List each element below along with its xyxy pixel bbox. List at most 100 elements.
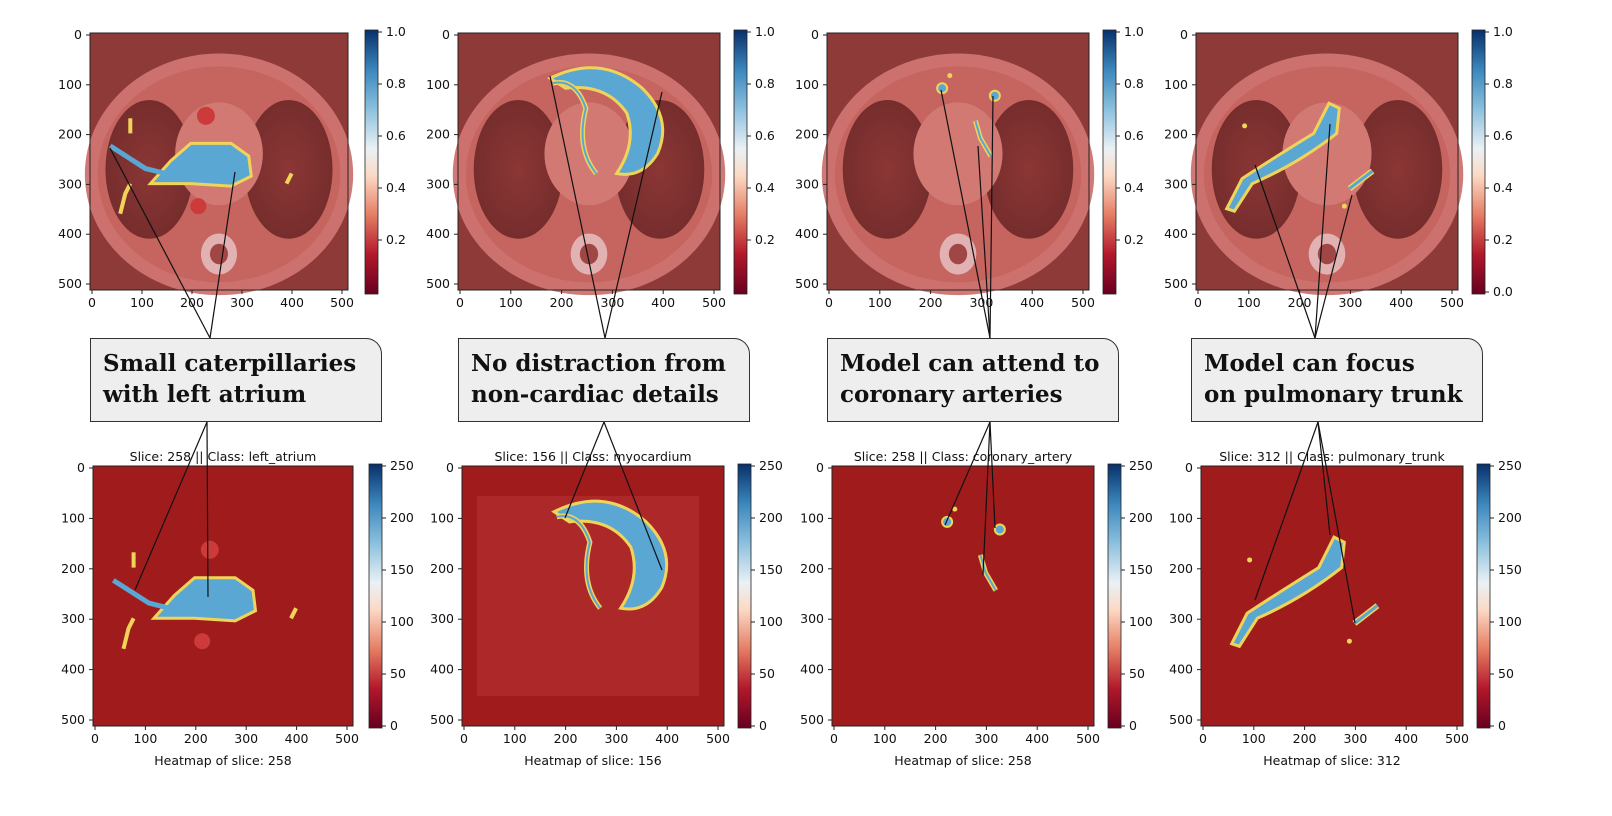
ct-xtick-label: 500	[702, 295, 726, 310]
vessel-blob	[200, 540, 219, 559]
heatmap-colorbar	[1476, 463, 1491, 729]
heatmap-xlabel: Heatmap of slice: 156	[524, 753, 662, 768]
ct-cbar-label: 1.0	[755, 24, 775, 39]
ct-cbar-label: 0.8	[755, 76, 775, 91]
heatmap-ytick-label: 0	[816, 460, 824, 475]
ct-left-lung	[842, 99, 932, 239]
heatmap-xlabel: Heatmap of slice: 258	[894, 753, 1032, 768]
vessel-blob	[196, 106, 215, 125]
ct-xtick-label: 100	[130, 295, 154, 310]
callout-line	[1254, 164, 1316, 339]
vessel-blob	[190, 198, 207, 215]
annotation-box: Model can attend to coronary arteries	[827, 338, 1119, 422]
callout-line	[944, 421, 991, 526]
heatmap-cbar-label: 250	[1129, 458, 1153, 473]
ct-cbar-label: 0.6	[755, 128, 775, 143]
callout-line	[1314, 194, 1353, 339]
callout-line	[982, 421, 991, 576]
callout-line	[549, 75, 606, 339]
heatmap-ytick-label: 400	[800, 662, 824, 677]
callout-line	[109, 147, 211, 339]
ct-ytick-label: 400	[1164, 226, 1188, 241]
ct-ytick-label: 300	[795, 176, 819, 191]
heatmap-cbar-label: 0	[1498, 718, 1506, 733]
heatmap-xtick-label: 200	[1293, 731, 1317, 746]
ct-cbar-label: 0.2	[755, 232, 775, 247]
heatmap-ytick-label: 200	[1169, 561, 1193, 576]
heatmap-ytick-label: 300	[430, 611, 454, 626]
ct-cbar-label: 0.2	[1124, 232, 1144, 247]
ct-xtick-label: 0	[88, 295, 96, 310]
heatmap-ytick-label: 400	[1169, 662, 1193, 677]
heatmap-cbar-label: 0	[390, 718, 398, 733]
heatmap-ytick-label: 300	[1169, 611, 1193, 626]
ct-ytick-label: 0	[811, 27, 819, 42]
ct-ytick-label: 400	[426, 226, 450, 241]
ct-colorbar	[1471, 29, 1486, 295]
heatmap-xtick-label: 0	[830, 731, 838, 746]
heatmap-cbar-label: 150	[390, 562, 414, 577]
ct-cbar-label: 0.6	[386, 128, 406, 143]
ct-ytick-label: 100	[58, 77, 82, 92]
ct-ytick-label: 500	[58, 276, 82, 291]
coronary-artery-spot	[952, 506, 958, 512]
ct-ytick-label: 300	[426, 176, 450, 191]
heatmap-xtick-label: 400	[655, 731, 679, 746]
heatmap-cbar-label: 250	[1498, 458, 1522, 473]
heatmap-cbar-label: 250	[759, 458, 783, 473]
heatmap-xtick-label: 300	[234, 731, 258, 746]
heatmap-ytick-label: 200	[430, 561, 454, 576]
ct-cbar-label: 0.4	[1493, 180, 1513, 195]
heatmap-cbar-label: 0	[1129, 718, 1137, 733]
vessel-spot	[1247, 557, 1253, 563]
heatmap-ytick-label: 500	[430, 712, 454, 727]
axes-frame	[831, 465, 1095, 727]
myocardium-septum-core	[552, 81, 597, 175]
ct-ytick-label: 500	[1164, 276, 1188, 291]
callout-line	[134, 421, 208, 591]
ct-cbar-label: 0.2	[1493, 232, 1513, 247]
heatmap-background	[832, 466, 1094, 726]
ct-colorbar	[1102, 29, 1117, 295]
callout-line	[209, 171, 236, 339]
ct-cbar-label: 0.2	[386, 232, 406, 247]
ct-cbar-label: 0.8	[1124, 76, 1144, 91]
callout-line	[603, 421, 663, 571]
ct-right-lung	[1353, 99, 1443, 239]
heatmap-xtick-label: 100	[503, 731, 527, 746]
ct-cbar-label: 0.4	[755, 180, 775, 195]
ct-ytick-label: 500	[426, 276, 450, 291]
ct-ytick-label: 200	[1164, 127, 1188, 142]
ct-xtick-label: 400	[1020, 295, 1044, 310]
axes-frame	[457, 32, 721, 291]
heatmap-ytick-label: 0	[1185, 460, 1193, 475]
ct-ytick-label: 100	[1164, 77, 1188, 92]
heatmap-title: Slice: 258 || Class: coronary_artery	[854, 449, 1073, 464]
heatmap-title: Slice: 312 || Class: pulmonary_trunk	[1219, 449, 1445, 464]
axes-frame	[1200, 465, 1464, 727]
ct-ytick-label: 300	[58, 176, 82, 191]
left-atrium-region	[150, 576, 258, 623]
heatmap-ytick-label: 0	[77, 460, 85, 475]
heatmap-cbar-label: 50	[1498, 666, 1514, 681]
heatmap-ytick-label: 400	[430, 662, 454, 677]
heatmap-xtick-label: 400	[1025, 731, 1049, 746]
heatmap-xtick-label: 300	[604, 731, 628, 746]
heatmap-noise	[477, 496, 699, 696]
ct-xtick-label: 100	[868, 295, 892, 310]
ct-xtick-label: 0	[456, 295, 464, 310]
attention-overlay	[827, 33, 1089, 290]
caterpillary-vessel	[284, 172, 294, 185]
ct-xtick-label: 100	[499, 295, 523, 310]
ct-ytick-label: 100	[795, 77, 819, 92]
ct-cbar-label: 1.0	[1493, 24, 1513, 39]
ct-xtick-label: 300	[600, 295, 624, 310]
left-atrium-region	[147, 141, 253, 188]
coronary-artery-segment-core	[979, 554, 997, 591]
